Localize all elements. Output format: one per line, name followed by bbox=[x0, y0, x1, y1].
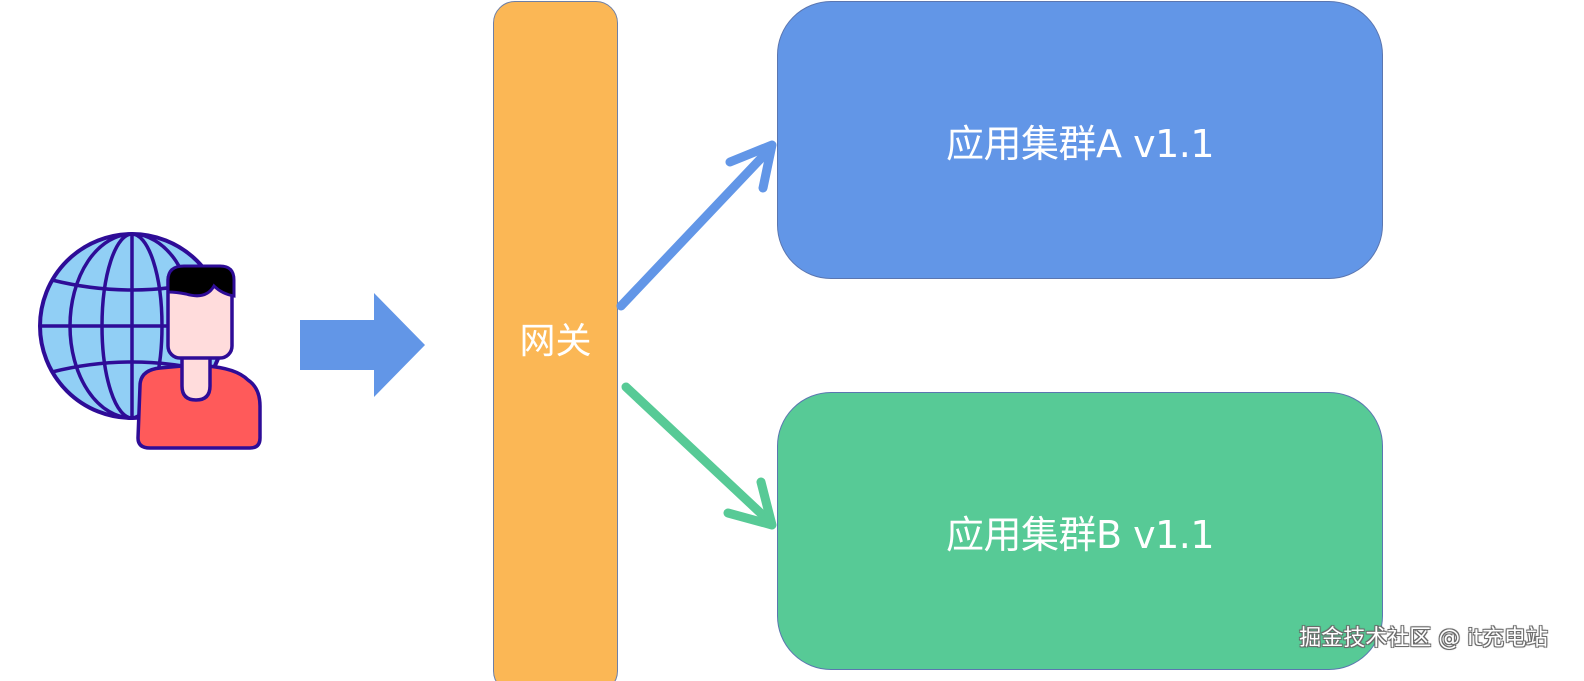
cluster-b-box: 应用集群B v1.1 bbox=[777, 392, 1383, 670]
cluster-a-label: 应用集群A v1.1 bbox=[946, 121, 1215, 166]
cluster-a-box: 应用集群A v1.1 bbox=[777, 1, 1383, 279]
route-arrow-b bbox=[621, 382, 777, 530]
right-arrow-icon bbox=[300, 293, 425, 397]
gateway-label: 网关 bbox=[519, 321, 592, 362]
gateway-box bbox=[493, 1, 618, 681]
watermark: 掘金技术社区 @ it充电站 bbox=[1299, 626, 1548, 651]
cluster-b-label: 应用集群B v1.1 bbox=[945, 512, 1215, 557]
person-icon bbox=[136, 264, 262, 450]
user-globe-icon bbox=[38, 232, 262, 450]
route-arrow-a bbox=[616, 140, 777, 311]
